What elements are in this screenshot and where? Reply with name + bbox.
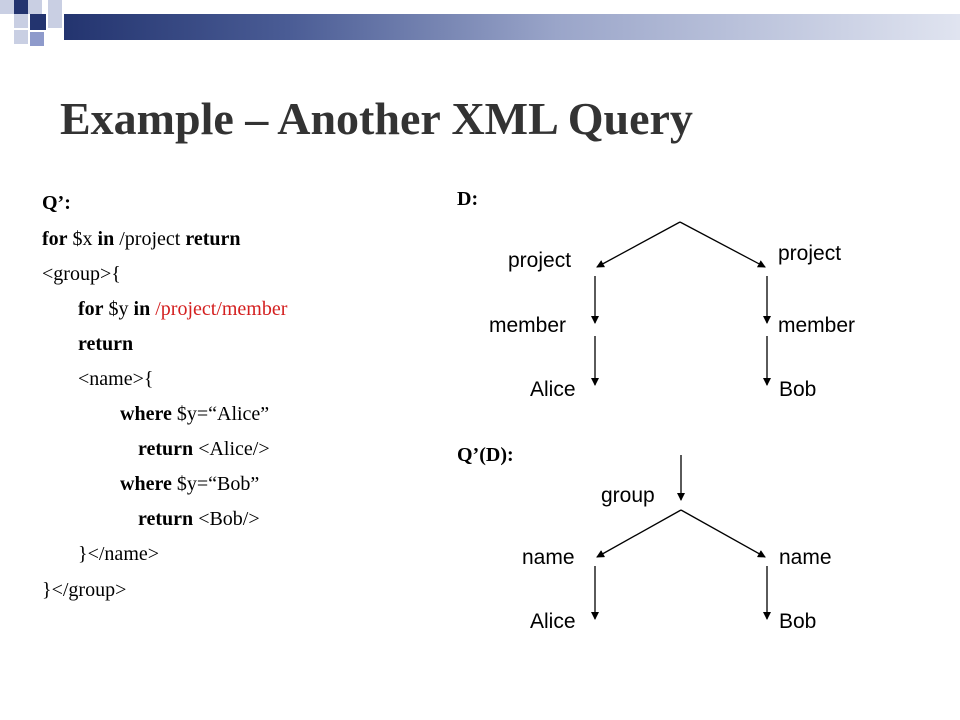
code-keyword: where <box>120 473 172 495</box>
code-text: $x <box>67 228 98 250</box>
d-right-member-node: member <box>778 314 856 337</box>
code-text: $y=“Alice” <box>171 403 270 425</box>
code-line-3: for $y in /project/member <box>78 297 287 321</box>
code-keyword: return <box>138 508 194 530</box>
d-left-value-node: Alice <box>530 378 576 401</box>
decor-square <box>30 14 46 30</box>
decor-square <box>14 0 28 14</box>
decor-square <box>48 0 62 14</box>
d-right-project-node: project <box>778 242 842 265</box>
decor-square <box>14 30 28 44</box>
code-keyword: for <box>42 228 68 250</box>
code-keyword: return <box>138 438 194 460</box>
code-keyword: in <box>133 298 151 320</box>
code-keyword: return <box>185 228 241 250</box>
code-text: /project <box>114 228 186 250</box>
code-line-11: }</group> <box>42 579 127 601</box>
code-text: $y=“Bob” <box>171 473 260 495</box>
d-label: D: <box>457 188 479 210</box>
decor-square <box>28 0 42 14</box>
code-text: <Alice/> <box>193 438 270 460</box>
decor-square <box>48 14 62 28</box>
code-line-9: return <Bob/> <box>138 507 260 531</box>
code-line-2: <group>{ <box>42 263 121 285</box>
edge-qd-group-right <box>680 509 766 558</box>
code-line-7: return <Alice/> <box>138 437 270 461</box>
edge-d-root-right <box>679 221 766 268</box>
edge-qd-group-left <box>596 509 682 558</box>
slide-title: Example – Another XML Query <box>60 93 693 144</box>
edge-d-root-left <box>596 221 681 268</box>
query-label: Q’: <box>42 192 71 214</box>
code-keyword: in <box>97 228 115 250</box>
code-line-5: <name>{ <box>78 368 154 390</box>
code-keyword: for <box>78 298 104 320</box>
d-left-member-node: member <box>489 314 567 337</box>
code-line-1: for $x in /project return <box>42 227 241 251</box>
code-line-10: }</name> <box>78 543 160 565</box>
d-right-value-node: Bob <box>779 378 817 401</box>
decor-square <box>30 32 44 46</box>
qd-left-value-node: Alice <box>530 610 576 633</box>
code-line-8: where $y=“Bob” <box>120 472 259 496</box>
title-bar-gradient <box>64 14 960 40</box>
qd-group-node: group <box>601 484 655 507</box>
qd-label: Q’(D): <box>457 444 514 466</box>
query-code-block: Q’: for $x in /project return <group>{ f… <box>42 0 462 720</box>
code-text: <Bob/> <box>193 508 260 530</box>
decor-square <box>0 0 14 14</box>
decor-square <box>14 14 28 28</box>
code-line-6: where $y=“Alice” <box>120 402 269 426</box>
code-text: $y <box>103 298 134 320</box>
code-path-highlight: /project/member <box>155 298 288 320</box>
qd-right-name-node: name <box>779 546 832 569</box>
code-line-4: return <box>78 333 134 355</box>
code-keyword: where <box>120 403 172 425</box>
qd-right-value-node: Bob <box>779 610 817 633</box>
qd-left-name-node: name <box>522 546 575 569</box>
d-left-project-node: project <box>508 249 572 272</box>
